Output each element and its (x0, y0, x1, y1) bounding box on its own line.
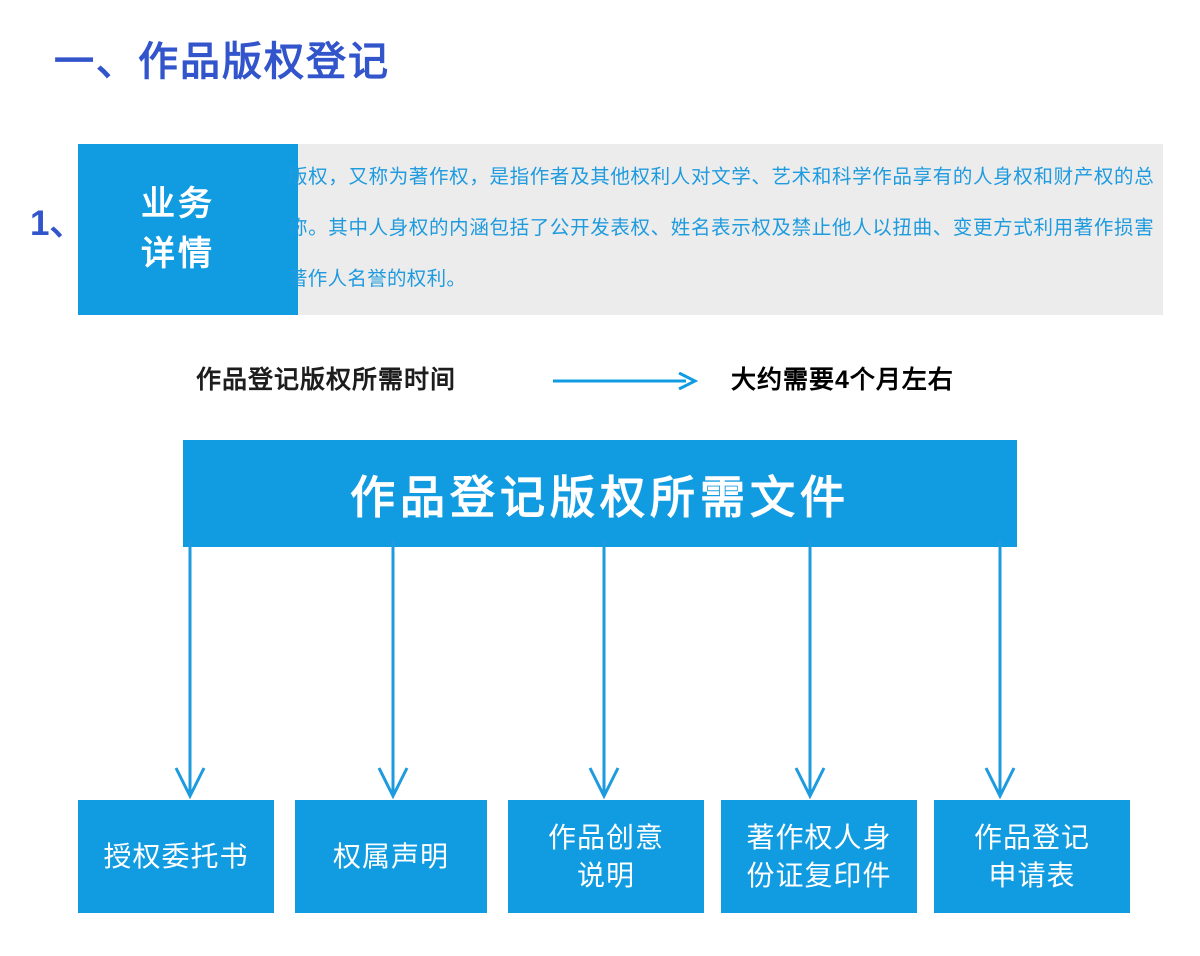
business-details-tag-arrow-icon (218, 144, 298, 315)
business-details-body: 版权，又称为著作权，是指作者及其他权利人对文学、艺术和科学作品享有的人身权和财产… (288, 166, 1154, 290)
duration-label: 作品登记版权所需时间 (196, 366, 457, 394)
document-box[interactable]: 作品创意 说明 (508, 800, 704, 913)
business-details-tag-line-2: 详情 (141, 234, 215, 273)
page-title: 一、作品版权登记 (54, 40, 390, 84)
section-index-label: 1、 (30, 204, 85, 243)
duration-value: 大约需要4个月左右 (731, 366, 954, 394)
connector-arrows (0, 540, 1200, 810)
business-details-tag-line-1: 业务 (141, 185, 215, 224)
right-arrow-icon (553, 371, 699, 391)
required-documents-list: 授权委托书 权属声明 作品创意 说明 著作权人身 份证复印件 作品登记 申请表 (78, 800, 1130, 913)
required-documents-banner: 作品登记版权所需文件 (183, 440, 1017, 547)
document-box[interactable]: 作品登记 申请表 (934, 800, 1130, 913)
business-details-tag-label: 业务 详情 (78, 144, 278, 315)
document-box[interactable]: 授权委托书 (78, 800, 274, 913)
duration-row: 作品登记版权所需时间 大约需要4个月左右 (0, 358, 1200, 402)
document-box[interactable]: 权属声明 (295, 800, 487, 913)
required-documents-title: 作品登记版权所需文件 (349, 472, 850, 523)
document-box[interactable]: 著作权人身 份证复印件 (721, 800, 917, 913)
